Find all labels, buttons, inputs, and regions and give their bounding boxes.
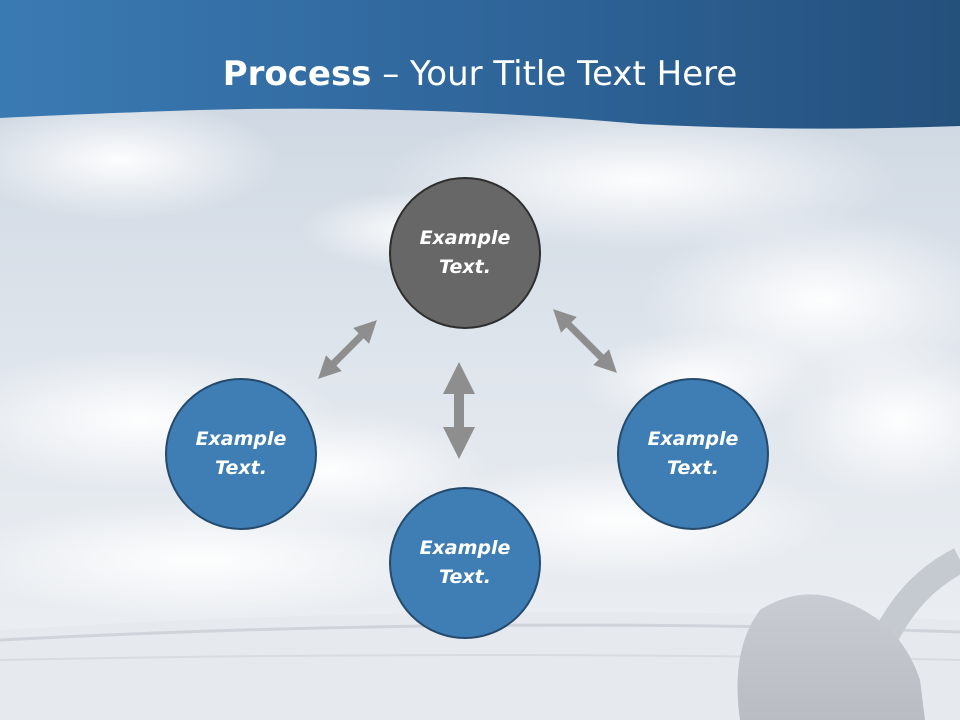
process-node-left-label: Example Text.: [195, 428, 287, 479]
page-title: Process – Your Title Text Here: [0, 52, 960, 96]
process-node-top: Example Text.: [389, 177, 541, 329]
process-node-right-label: Example Text.: [647, 428, 739, 479]
process-node-left: Example Text.: [165, 378, 317, 530]
process-node-right: Example Text.: [617, 378, 769, 530]
process-node-bottom: Example Text.: [389, 487, 541, 639]
title-bold-text: Process: [222, 54, 372, 94]
process-node-top-label: Example Text.: [419, 227, 511, 278]
process-node-bottom-label: Example Text.: [419, 537, 511, 588]
title-rest-text: – Your Title Text Here: [371, 54, 738, 94]
